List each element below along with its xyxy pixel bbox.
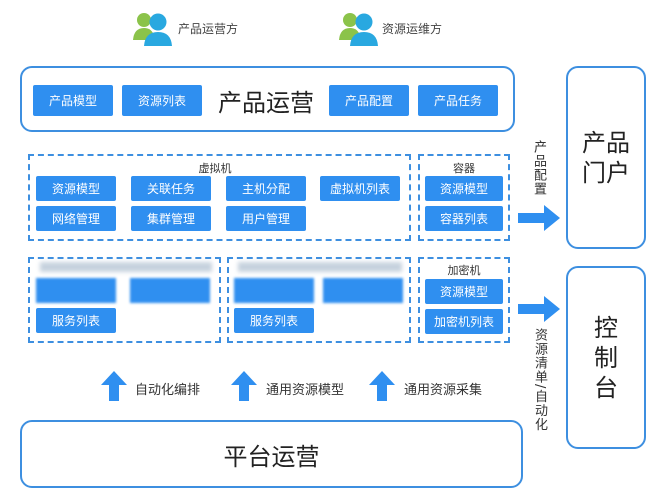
container-group-title: 容器 <box>453 162 475 175</box>
product-portal-title: 产品门户 <box>582 128 630 187</box>
service-list-button-left[interactable]: 服务列表 <box>36 308 116 333</box>
encryptor-group-title: 加密机 <box>447 264 481 277</box>
up-arrow-icon <box>368 370 396 402</box>
up-arrow-icon <box>100 370 128 402</box>
up-arrow-icon <box>230 370 258 402</box>
vm-user-mgmt-button[interactable]: 用户管理 <box>226 206 306 231</box>
vm-resource-model-button[interactable]: 资源模型 <box>36 176 116 201</box>
product-config-button[interactable]: 产品配置 <box>329 85 409 116</box>
vm-network-mgmt-button[interactable]: 网络管理 <box>36 206 116 231</box>
platform-ops-panel: 平台运营 <box>20 420 523 488</box>
container-group <box>418 154 510 241</box>
encryptor-group <box>418 257 510 343</box>
capability-auto-orchestration: 自动化编排 <box>135 383 201 398</box>
console-panel[interactable]: 控制台 <box>566 266 646 449</box>
container-list-button[interactable]: 容器列表 <box>425 206 503 231</box>
blurred-button <box>130 278 210 303</box>
user-group-icon <box>338 10 382 48</box>
vm-group-title: 虚拟机 <box>198 162 232 175</box>
capability-generic-resource-model: 通用资源模型 <box>266 383 345 398</box>
blurred-title-left <box>40 262 212 272</box>
vm-group <box>28 154 411 241</box>
product-config-arrow-label: 产品配置 <box>531 140 546 196</box>
blurred-title-middle <box>238 262 402 272</box>
encryptor-list-button[interactable]: 加密机列表 <box>425 309 503 334</box>
blurred-group-left <box>28 257 221 343</box>
product-ops-title: 产品运营 <box>218 88 314 117</box>
user-group-icon <box>132 10 176 48</box>
role-product-ops: 产品运营方 <box>178 22 239 36</box>
platform-ops-title: 平台运营 <box>223 442 320 471</box>
capability-generic-resource-collection: 通用资源采集 <box>404 383 483 398</box>
blurred-button <box>36 278 116 303</box>
product-portal-panel[interactable]: 产品门户 <box>566 66 646 249</box>
product-model-button[interactable]: 产品模型 <box>33 85 113 116</box>
blurred-button <box>234 278 314 303</box>
vm-host-allocation-button[interactable]: 主机分配 <box>226 176 306 201</box>
role-resource-ops: 资源运维方 <box>382 22 443 36</box>
product-task-button[interactable]: 产品任务 <box>418 85 498 116</box>
resource-list-button[interactable]: 资源列表 <box>122 85 202 116</box>
right-arrow-icon <box>516 294 562 324</box>
vm-list-button[interactable]: 虚拟机列表 <box>320 176 400 201</box>
encryptor-resource-model-button[interactable]: 资源模型 <box>425 279 503 304</box>
right-arrow-icon <box>516 203 562 233</box>
service-list-button-right[interactable]: 服务列表 <box>234 308 314 333</box>
vm-related-task-button[interactable]: 关联任务 <box>131 176 211 201</box>
blurred-button <box>323 278 403 303</box>
console-title: 控制台 <box>594 313 618 402</box>
vm-cluster-mgmt-button[interactable]: 集群管理 <box>131 206 211 231</box>
resource-automation-arrow-label: 资源清单/自动化 <box>532 328 547 432</box>
blurred-group-middle <box>227 257 411 343</box>
container-resource-model-button[interactable]: 资源模型 <box>425 176 503 201</box>
